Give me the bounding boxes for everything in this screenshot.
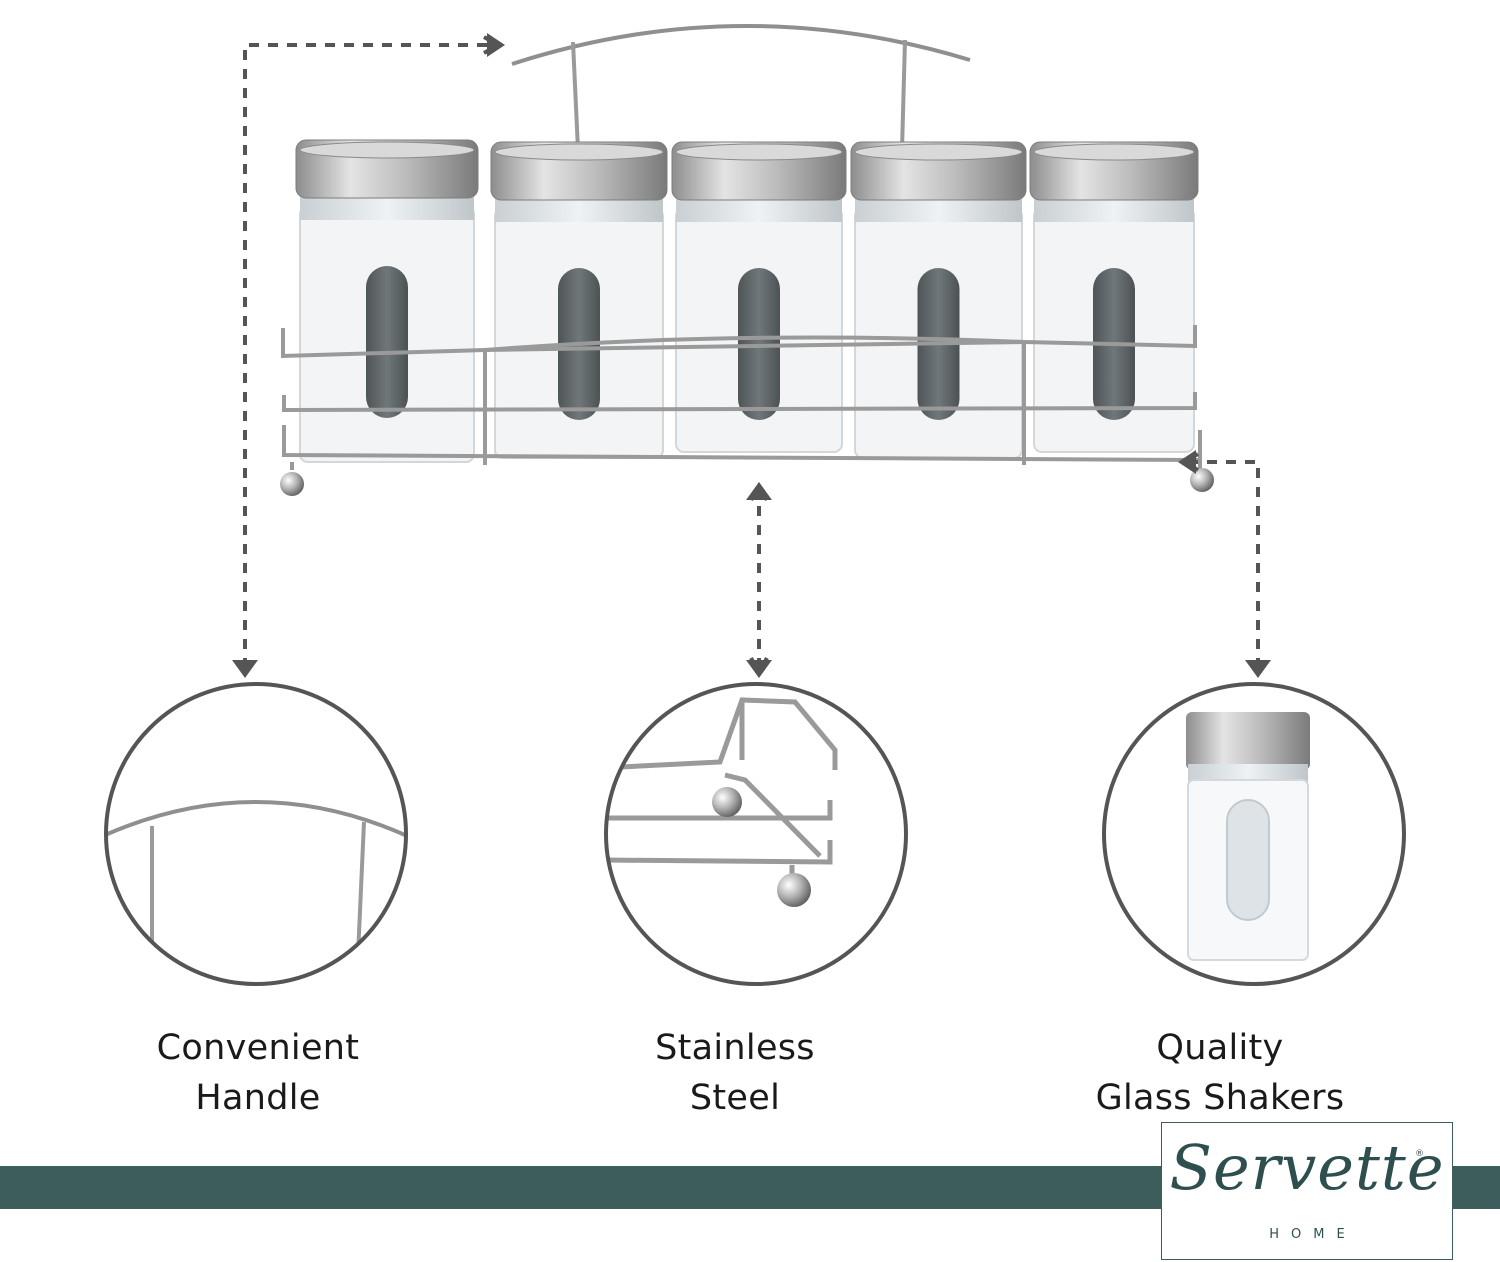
- rack-handle: [511, 24, 971, 151]
- arrow-handle: [243, 35, 503, 668]
- leader-arrows: [243, 35, 1260, 677]
- brand-logo: Servette ® HOME: [1161, 1122, 1453, 1260]
- feature-label-line: Quality: [1156, 1028, 1284, 1068]
- feature-label-handle: Convenient Handle: [78, 1023, 438, 1123]
- shaker-5: [1029, 141, 1199, 453]
- shaker-1: [295, 139, 479, 463]
- logo-sub-text: HOME: [1269, 1227, 1357, 1242]
- feature-label-steel: Stainless Steel: [555, 1023, 915, 1123]
- detail-circle-handle: [104, 682, 408, 986]
- feature-label-line: Convenient: [156, 1028, 360, 1068]
- arrow-shakers: [1179, 452, 1260, 668]
- wire-rack: [281, 325, 1202, 470]
- detail-circle-shaker: [1102, 682, 1406, 986]
- detail-circle-steel: [604, 682, 908, 986]
- feature-label-line: Stainless: [655, 1028, 815, 1068]
- shaker-3: [671, 141, 847, 453]
- spice-shakers: [295, 139, 1199, 463]
- feature-label-line: Glass Shakers: [1095, 1078, 1345, 1118]
- feature-label-shakers: Quality Glass Shakers: [1040, 1023, 1400, 1123]
- rack-foot-left: [280, 472, 304, 496]
- logo-script-text: Servette: [1169, 1131, 1445, 1204]
- feature-label-line: Steel: [689, 1078, 781, 1118]
- registered-mark: ®: [1415, 1149, 1424, 1159]
- feature-label-line: Handle: [195, 1078, 321, 1118]
